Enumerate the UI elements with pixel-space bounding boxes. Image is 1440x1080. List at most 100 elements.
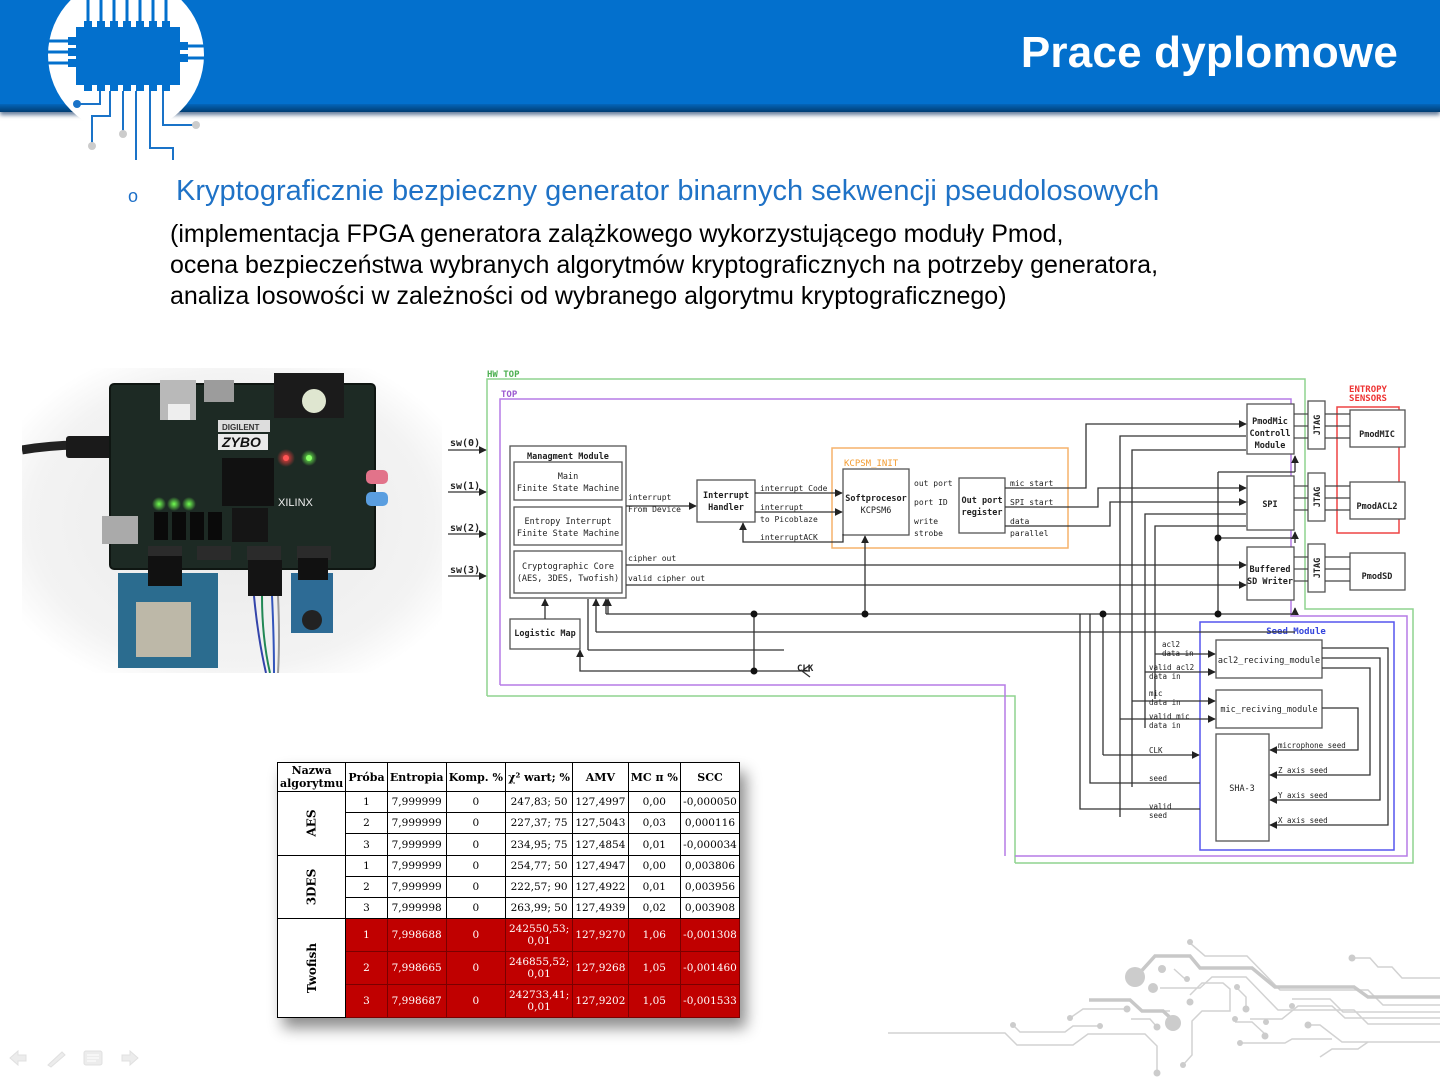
table-cell: 0 [445, 951, 507, 986]
signal-label: valid cipher out [628, 574, 705, 583]
jtag-label: JTAG [1313, 415, 1323, 435]
table-cell: 0 [445, 984, 507, 1018]
table-cell: -0,000034 [679, 833, 741, 856]
jtag-label: JTAG [1313, 558, 1323, 578]
signal-label: interruptACK [760, 533, 818, 542]
table-cell: 0 [445, 918, 507, 953]
table-cell: -0,001308 [679, 918, 741, 953]
table-cell: 3 [345, 833, 388, 856]
table-cell: 127,4854 [572, 833, 629, 856]
out-port-register-label: register [962, 507, 1003, 518]
algorithm-name: AES [304, 809, 319, 837]
table-cell: 127,4939 [572, 897, 629, 920]
management-module-title: Managment Module [527, 452, 609, 462]
sd-writer-label: Buffered [1250, 565, 1291, 575]
page-title: Prace dyplomowe [1020, 28, 1398, 77]
signal-label: strobe [914, 529, 943, 538]
table-cell: 0 [445, 812, 507, 835]
algorithm-name: Twofish [304, 943, 319, 994]
crypto-core-label: (AES, 3DES, Twofish) [517, 574, 619, 584]
zybo-label: ZYBO [221, 434, 261, 450]
table-cell: 246855,52;0,01 [505, 951, 574, 986]
menu-icon[interactable] [83, 1050, 103, 1066]
pmod-acl2-label: PmodACL2 [1357, 502, 1398, 512]
table-cell: 7,999999 [386, 854, 447, 877]
table-cell: 0,003908 [679, 897, 741, 920]
column-header: Próba [345, 762, 388, 792]
signal-label: mic start [1010, 479, 1054, 488]
pen-icon[interactable] [47, 1051, 66, 1068]
table-header-row: Nazwa algorytmu Próba Entropia Komp. % χ… [276, 762, 741, 792]
seed-input-label: acl2 [1162, 640, 1180, 649]
fpga-board-photo: DIGILENT ZYBO XILINX [22, 368, 442, 673]
table-cell: 7,998665 [386, 951, 447, 986]
table-cell: -0,001460 [679, 951, 741, 986]
table-cell: 0 [445, 854, 507, 877]
column-header: AMV [572, 762, 629, 792]
table-cell: 7,998687 [386, 984, 447, 1018]
table-cell: 127,4922 [572, 875, 629, 899]
entropy-fsm-label: Finite State Machine [517, 529, 619, 539]
seed-output-label: seed [1149, 774, 1167, 783]
table-cell: 7,998688 [386, 918, 447, 953]
table-cell: 7,999999 [386, 790, 447, 814]
table-cell: 0 [445, 875, 507, 899]
seed-module-label: Seed Module [1266, 627, 1326, 637]
jtag-label: JTAG [1313, 487, 1323, 507]
valid-seed-label: seed [1149, 811, 1167, 820]
switch-label: sw(2) [450, 523, 480, 534]
pmod-mic-label: PmodMIC [1359, 430, 1395, 440]
pmodmic-control-label: Module [1255, 441, 1286, 451]
softprocesor-label: Softprocesor [845, 494, 906, 504]
seed-input-label: data in [1149, 698, 1181, 707]
signal-label: port ID [914, 498, 948, 507]
table-cell: 2 [345, 812, 388, 835]
algorithm-name-cell: 3DES [276, 854, 347, 920]
block-diagram: HW TOP TOP KCPSM_INIT ENTROPY SENSORS Se… [448, 370, 1414, 864]
softprocesor-label: KCPSM6 [861, 506, 892, 516]
table-cell: 0,02 [627, 897, 681, 920]
table-cell: 1,05 [627, 951, 681, 986]
table-cell: 0,000116 [679, 812, 741, 835]
table-cell: 127,4947 [572, 854, 629, 877]
table-cell: -0,000050 [679, 790, 741, 814]
description-line: analiza losowości w zależności od wybran… [170, 282, 1007, 310]
table-cell: 254,77; 50 [505, 854, 574, 877]
table-cell: 7,999999 [386, 875, 447, 899]
logistic-map-label: Logistic Map [514, 628, 575, 639]
xilinx-label: XILINX [278, 497, 314, 509]
signal-label: From Device [628, 505, 681, 514]
entropy-fsm-label: Entropy Interrupt [525, 517, 612, 527]
table-cell: -0,001533 [679, 984, 741, 1018]
seed-source-label: Z axis seed [1278, 766, 1328, 775]
table-cell: 0 [445, 790, 507, 814]
table-cell: 247,83; 50 [505, 790, 574, 814]
description-line: (implementacja FPGA generatora zalążkowe… [170, 220, 1064, 248]
table-cell: 234,95; 75 [505, 833, 574, 856]
table-cell: 1 [345, 790, 388, 814]
signal-label: interrupt [760, 503, 804, 512]
arrow-left-icon[interactable] [9, 1049, 27, 1067]
main-fsm-label: Main [558, 472, 578, 482]
column-header: Nazwa algorytmu [276, 762, 347, 792]
signal-label: out port [914, 479, 953, 488]
table-cell: 2 [345, 951, 388, 986]
chip-circuit-icon [48, 0, 205, 160]
switch-label: sw(0) [450, 438, 480, 449]
table-cell: 222,57; 90 [505, 875, 574, 899]
algorithm-name: 3DES [304, 868, 319, 906]
seed-input-label: valid acl2 [1149, 663, 1194, 672]
arrow-right-icon[interactable] [121, 1049, 139, 1067]
signal-label: write [914, 517, 938, 526]
table-cell: 127,4997 [572, 790, 629, 814]
header-bar: Prace dyplomowe [0, 0, 1440, 112]
table-cell: 1,05 [627, 984, 681, 1018]
out-port-register-label: Out port [962, 496, 1003, 506]
table-cell: 0,003806 [679, 854, 741, 877]
table-cell: 127,9202 [572, 984, 629, 1018]
